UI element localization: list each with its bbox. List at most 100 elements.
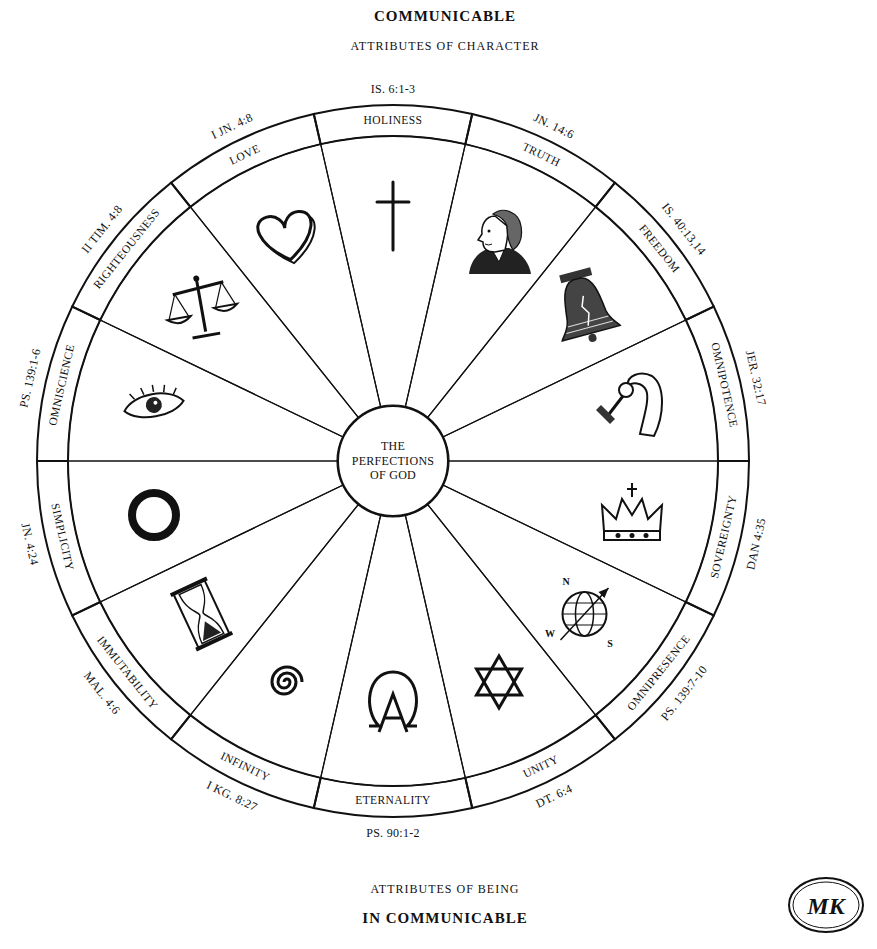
arm-hammer-icon [619,383,633,397]
monogram-badge [789,878,863,932]
name-band [465,114,615,207]
attribute-name: FREEDOM [636,223,681,275]
crown-icon [602,483,662,540]
wedge-outline [428,485,714,739]
hourglass-icon [171,578,233,649]
crown-icon [602,499,662,531]
scripture-reference: MAL. 4:6 [82,669,123,716]
monogram-badge [793,882,859,928]
scales-icon [214,304,239,313]
eye-icon [145,396,164,415]
scripture-reference: DAN 4:35 [744,517,767,571]
globe-compass-icon [561,588,609,640]
heart-icon [256,210,317,265]
hourglass-icon [196,617,221,641]
wedge-outline [68,320,343,461]
eye-icon [129,381,178,402]
attribute-name: HOLINESS [364,115,423,127]
compass-letter: N [562,577,569,587]
wedge-outline [314,105,472,406]
ring-icon [132,493,176,537]
washington-icon [469,210,531,274]
scripture-reference: PS. 139:1-6 [18,348,43,409]
eye-icon [153,400,158,405]
hub-title: THE PERFECTIONS OF GOD [352,439,435,482]
liberty-bell-icon [548,271,620,341]
star-of-david-icon [477,656,522,708]
name-band [171,114,321,207]
eye-icon [121,380,186,421]
compass-letter: S [607,639,613,649]
heading: ATTRIBUTES OF BEING [370,883,519,895]
compass-letter: W [545,629,555,639]
washington-icon [493,210,522,250]
arm-hammer-icon [596,374,662,436]
name-band [37,461,100,615]
wedge-outline [443,461,718,602]
wedge-outline [72,485,358,739]
crown-icon [627,483,637,497]
logo-monogram: MK [807,894,844,918]
heading: IN COMMUNICABLE [362,911,527,926]
crown-icon [644,533,649,538]
hub-outline [338,406,448,516]
star-of-david-icon [477,656,522,695]
wedge-outline [171,114,381,417]
wedge-outline [321,136,466,406]
scripture-reference: JN. 4:24 [20,521,41,566]
hourglass-icon [171,578,233,649]
arm-hammer-icon [628,374,662,436]
attribute-name: LOVE [228,142,262,166]
scripture-reference: PS. 90:1-2 [366,827,420,839]
wedge-outline [443,461,749,615]
scales-icon [167,316,192,325]
wedge-outline [68,461,343,602]
cross-icon [377,182,409,250]
washington-icon [478,216,508,252]
cross-icon [377,182,409,250]
wedge-outline [37,307,343,461]
scripture-reference: I KG. 8:27 [204,779,258,814]
globe-compass-icon [599,588,609,598]
name-band [465,715,615,808]
crown-icon [604,531,660,540]
name-band [37,307,100,461]
crown-icon [630,533,635,538]
wedge-outline [443,307,749,461]
liberty-bell-icon [588,333,598,343]
spiral-icon [272,667,302,694]
attribute-name: OMNIPOTENCE [709,342,740,429]
wedge-outline [321,516,466,786]
spiral-icon [272,667,302,694]
wedge-outline [171,505,381,808]
name-band [314,105,472,144]
eye-icon [122,389,185,422]
name-band [72,183,190,320]
scales-icon [160,269,241,342]
alpha-omega-icon [369,672,417,732]
name-band [171,715,321,808]
wedge-outline [405,505,615,808]
ring-icon [132,493,176,537]
hourglass-icon [173,580,229,649]
name-band [686,461,749,615]
name-band [72,602,190,739]
name-band [314,778,472,817]
scripture-reference: DT. 6:4 [534,782,574,810]
wedge-outline [72,183,358,437]
scripture-reference: JER. 32:17 [744,349,768,407]
scripture-reference: IS. 6:1-3 [371,83,416,95]
name-band [596,602,714,739]
globe-compass-icon [561,588,609,640]
scales-icon [193,275,200,282]
attribute-name: ETERNALITY [355,795,431,807]
wedge-outline [428,183,714,437]
monogram-badge [789,878,863,932]
alpha-omega-icon [379,694,407,732]
heading: COMMUNICABLE [374,9,516,24]
liberty-bell-icon [579,296,592,326]
wedge-outline [443,320,718,461]
wedge-outline [314,516,472,817]
wedge-outline [405,144,595,417]
